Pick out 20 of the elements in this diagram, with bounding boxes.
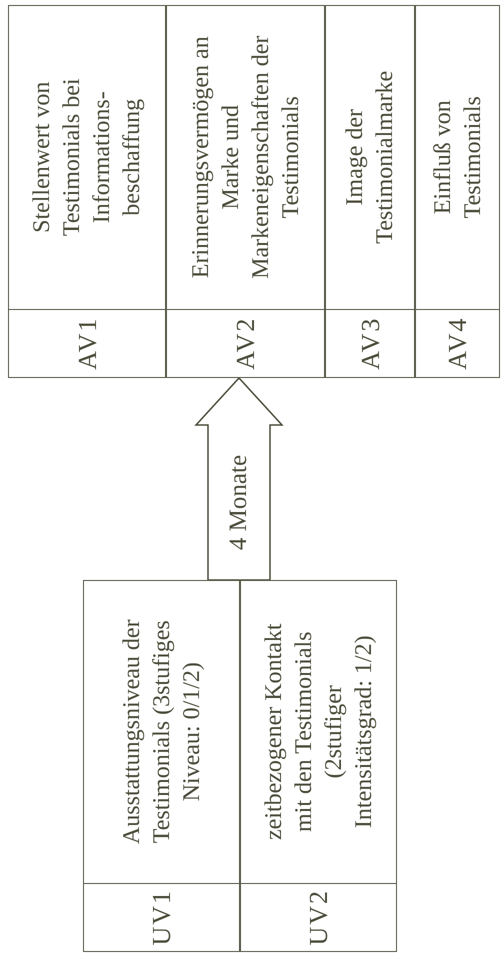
- table-row: [166, 4, 326, 378]
- variable-description: Stellenwert von Testimonials bei Informations- beschaffung: [28, 77, 146, 238]
- table-frame: [83, 580, 397, 952]
- variable-label: UV2: [303, 888, 334, 946]
- variable-description: Ausstattungsniveau der Testimonials (3stufiges Niveau: 0/1/2): [118, 619, 206, 844]
- variable-label: AV2: [230, 316, 262, 370]
- table-row: [325, 4, 416, 378]
- table-frame: [8, 5, 500, 378]
- table-row: [240, 580, 398, 952]
- variable-label: AV1: [72, 316, 103, 370]
- variable-description: Einfluß von Testimonials: [428, 95, 487, 220]
- table-row: [83, 580, 240, 952]
- variable-label: AV4: [442, 316, 474, 370]
- variable-description: Erinnerungsvermögen an Marke und Markeneigenschaften der Testimonials: [186, 34, 305, 281]
- table-row: [8, 4, 166, 378]
- variable-description: zeitbezogener Kontakt mit den Testimonials (2stufiger Intensitätsgrad: 1/2): [260, 622, 378, 842]
- variable-label: UV1: [146, 888, 178, 946]
- table-row: [415, 4, 500, 378]
- variable-label: AV3: [354, 316, 386, 370]
- variable-description: Image der Testimonialmarke: [341, 70, 400, 246]
